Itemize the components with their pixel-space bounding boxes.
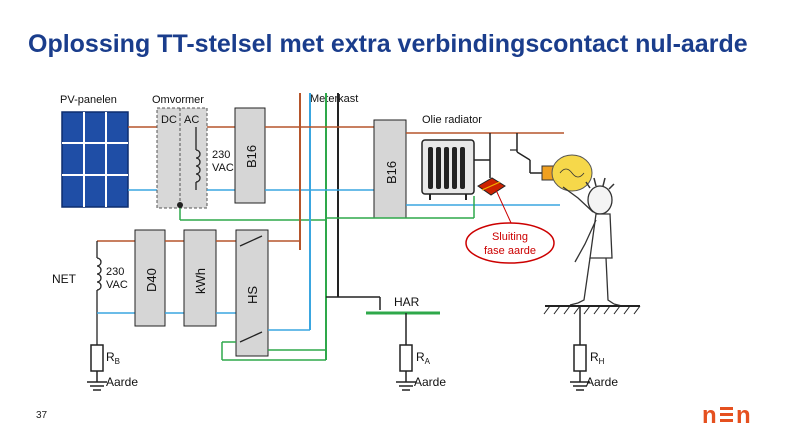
inverter-ac-label: AC [184,114,199,126]
fault-callout-line2: fase aarde [484,245,536,257]
resistor-ra-label: RA [416,350,431,366]
resistor-rh [573,344,587,372]
fault-callout [465,222,555,264]
net-voltage: 230 [106,266,124,278]
resistor-ra [399,344,413,372]
svg-text:n: n [736,402,751,429]
fault-spot [477,177,506,196]
breaker-b16-right [373,119,407,219]
inverter-box [156,107,208,209]
earth-b-label: Aarde [106,375,138,389]
earth-a-label: Aarde [414,375,446,389]
breaker-b16-left-label: B16 [244,145,259,168]
inverter-coil [195,149,201,183]
inverter-dc-label: DC [161,114,177,126]
svg-text:n: n [702,402,717,429]
earth-rail-har-label: HAR [394,295,420,309]
inverter-voltage: 230 [212,149,230,161]
inverter-voltage-unit: VAC [212,162,234,174]
fuse-d40-label: D40 [144,268,159,292]
light-switch [516,151,531,161]
breaker-b16-right-label: B16 [384,161,399,184]
meterkast-label: Meterkast [310,93,358,105]
pv-panels-label: PV-panelen [60,94,117,106]
oil-radiator-label: Olie radiator [422,114,482,126]
oil-radiator-icon [421,139,475,200]
resistor-rb [90,344,104,372]
resistor-rh-label: RH [590,350,605,366]
nen-logo: n n [700,401,760,434]
fault-callout-line1: Sluiting [492,231,528,243]
kwh-meter-label: kWh [193,268,208,294]
grid-transformer-coil [96,257,102,291]
slide-number: 37 [36,410,48,421]
main-switch-hs [235,229,269,357]
main-switch-hs-label: HS [245,286,260,304]
person-figure-icon [562,177,623,307]
slide-title: Oplossing TT-stelsel met extra verbindin… [28,30,748,58]
resistor-rb-label: RB [106,350,120,366]
pv-panels [61,111,129,208]
fuse-d40 [134,229,166,327]
inverter-label: Omvormer [152,94,204,106]
net-voltage-unit: VAC [106,279,128,291]
light-bulb-icon [541,154,593,192]
net-label: NET [52,272,77,286]
breaker-b16-left [234,107,266,204]
kwh-meter [183,229,217,327]
earth-h-label: Aarde [586,375,618,389]
